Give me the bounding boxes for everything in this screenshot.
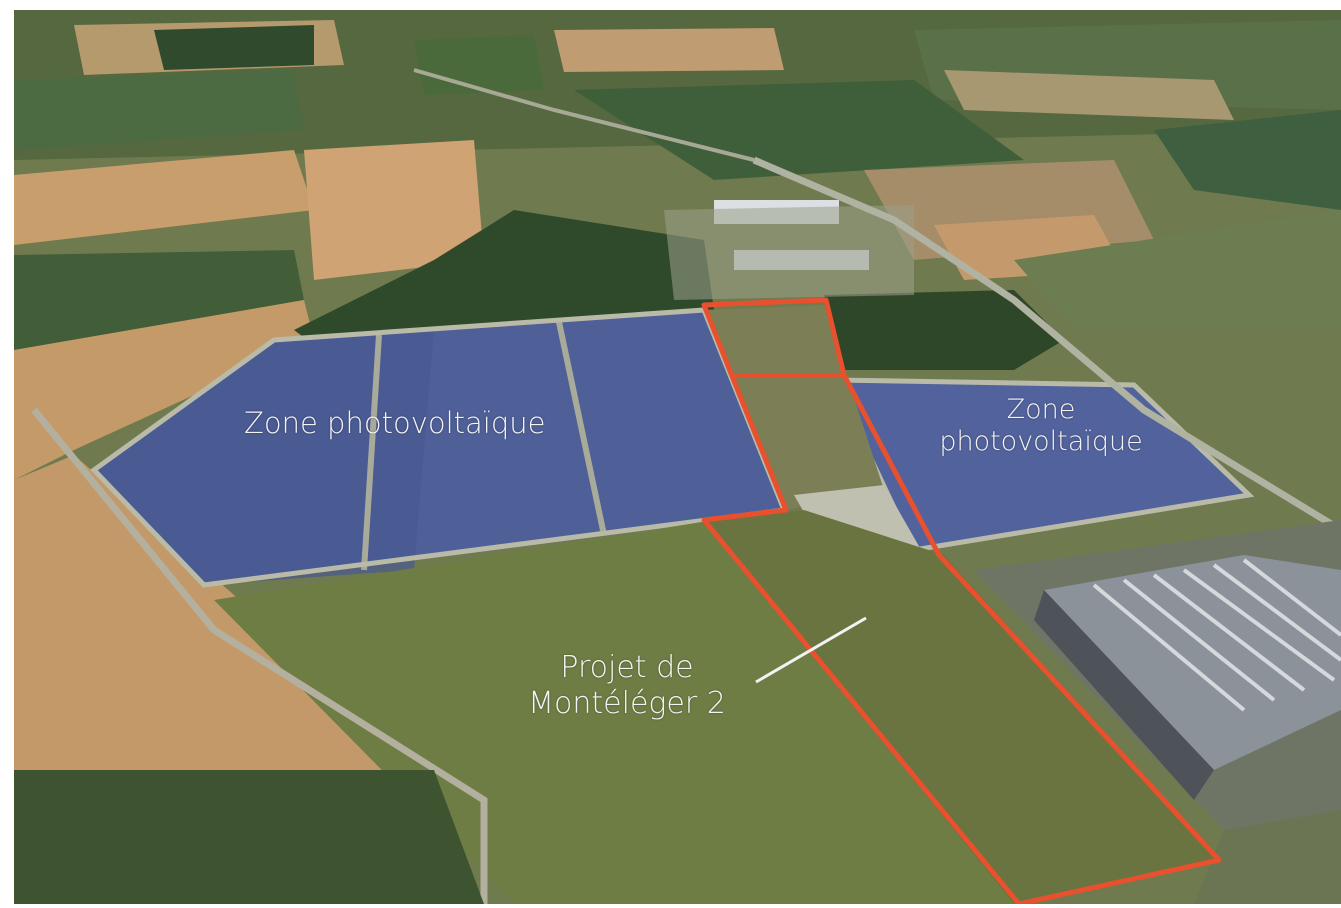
label-project-line2: Montéléger 2 [528, 686, 726, 721]
field-right-green [1014, 210, 1341, 330]
solar-path-2 [556, 321, 607, 536]
tree-band-2 [824, 290, 1064, 370]
tree-band [294, 210, 714, 345]
label-zone-left: Zone photovoltaïque [244, 406, 545, 441]
field-far-wheat-3 [944, 70, 1234, 120]
factory-wall [1034, 590, 1214, 800]
solar-zone-right [834, 380, 1249, 550]
label-leader-line [755, 616, 867, 684]
label-zone-right: Zone photovoltaïque [926, 394, 1156, 459]
label-zone-left-text: Zone photovoltaïque [244, 406, 546, 440]
field-right-dark [1154, 110, 1341, 210]
gravel-area [794, 485, 924, 555]
project-outline [701, 297, 1222, 904]
wheat-field-upper-left [14, 150, 314, 245]
field-far-green-3 [14, 70, 304, 150]
road-left [31, 407, 488, 904]
project-parcel [704, 510, 1219, 904]
solar-path-1 [361, 334, 382, 571]
field-mid-dark [574, 80, 1024, 180]
road-main [752, 156, 1341, 533]
factory-roof [1044, 555, 1341, 770]
road-top [413, 68, 755, 162]
aerial-scene [14, 10, 1341, 904]
label-zone-right-line1: Zone [1006, 394, 1076, 425]
field-far-wheat-2 [554, 28, 784, 72]
wheat-field-mid-left [14, 300, 314, 480]
label-project: Projet de Montéléger 2 [512, 650, 742, 722]
field-far-green-1 [414, 35, 544, 95]
tree-clump-top [154, 25, 314, 70]
wheat-field-upper-center [304, 140, 484, 280]
green-field-foreground [214, 520, 1024, 904]
field-bottom-dark [14, 770, 484, 904]
label-zone-right-line2: photovoltaïque [939, 426, 1143, 458]
green-strip-left [14, 250, 304, 350]
factory-roof-stripes [1092, 558, 1341, 712]
depot-yard [664, 205, 914, 300]
aerial-photo: Zone photovoltaïque Zone photovoltaïque … [14, 10, 1341, 904]
field-bottom-right [1194, 810, 1341, 904]
solar-zone-left-shade [94, 330, 434, 585]
project-outline-inner [731, 373, 845, 378]
label-project-line1: Projet de [560, 650, 694, 685]
